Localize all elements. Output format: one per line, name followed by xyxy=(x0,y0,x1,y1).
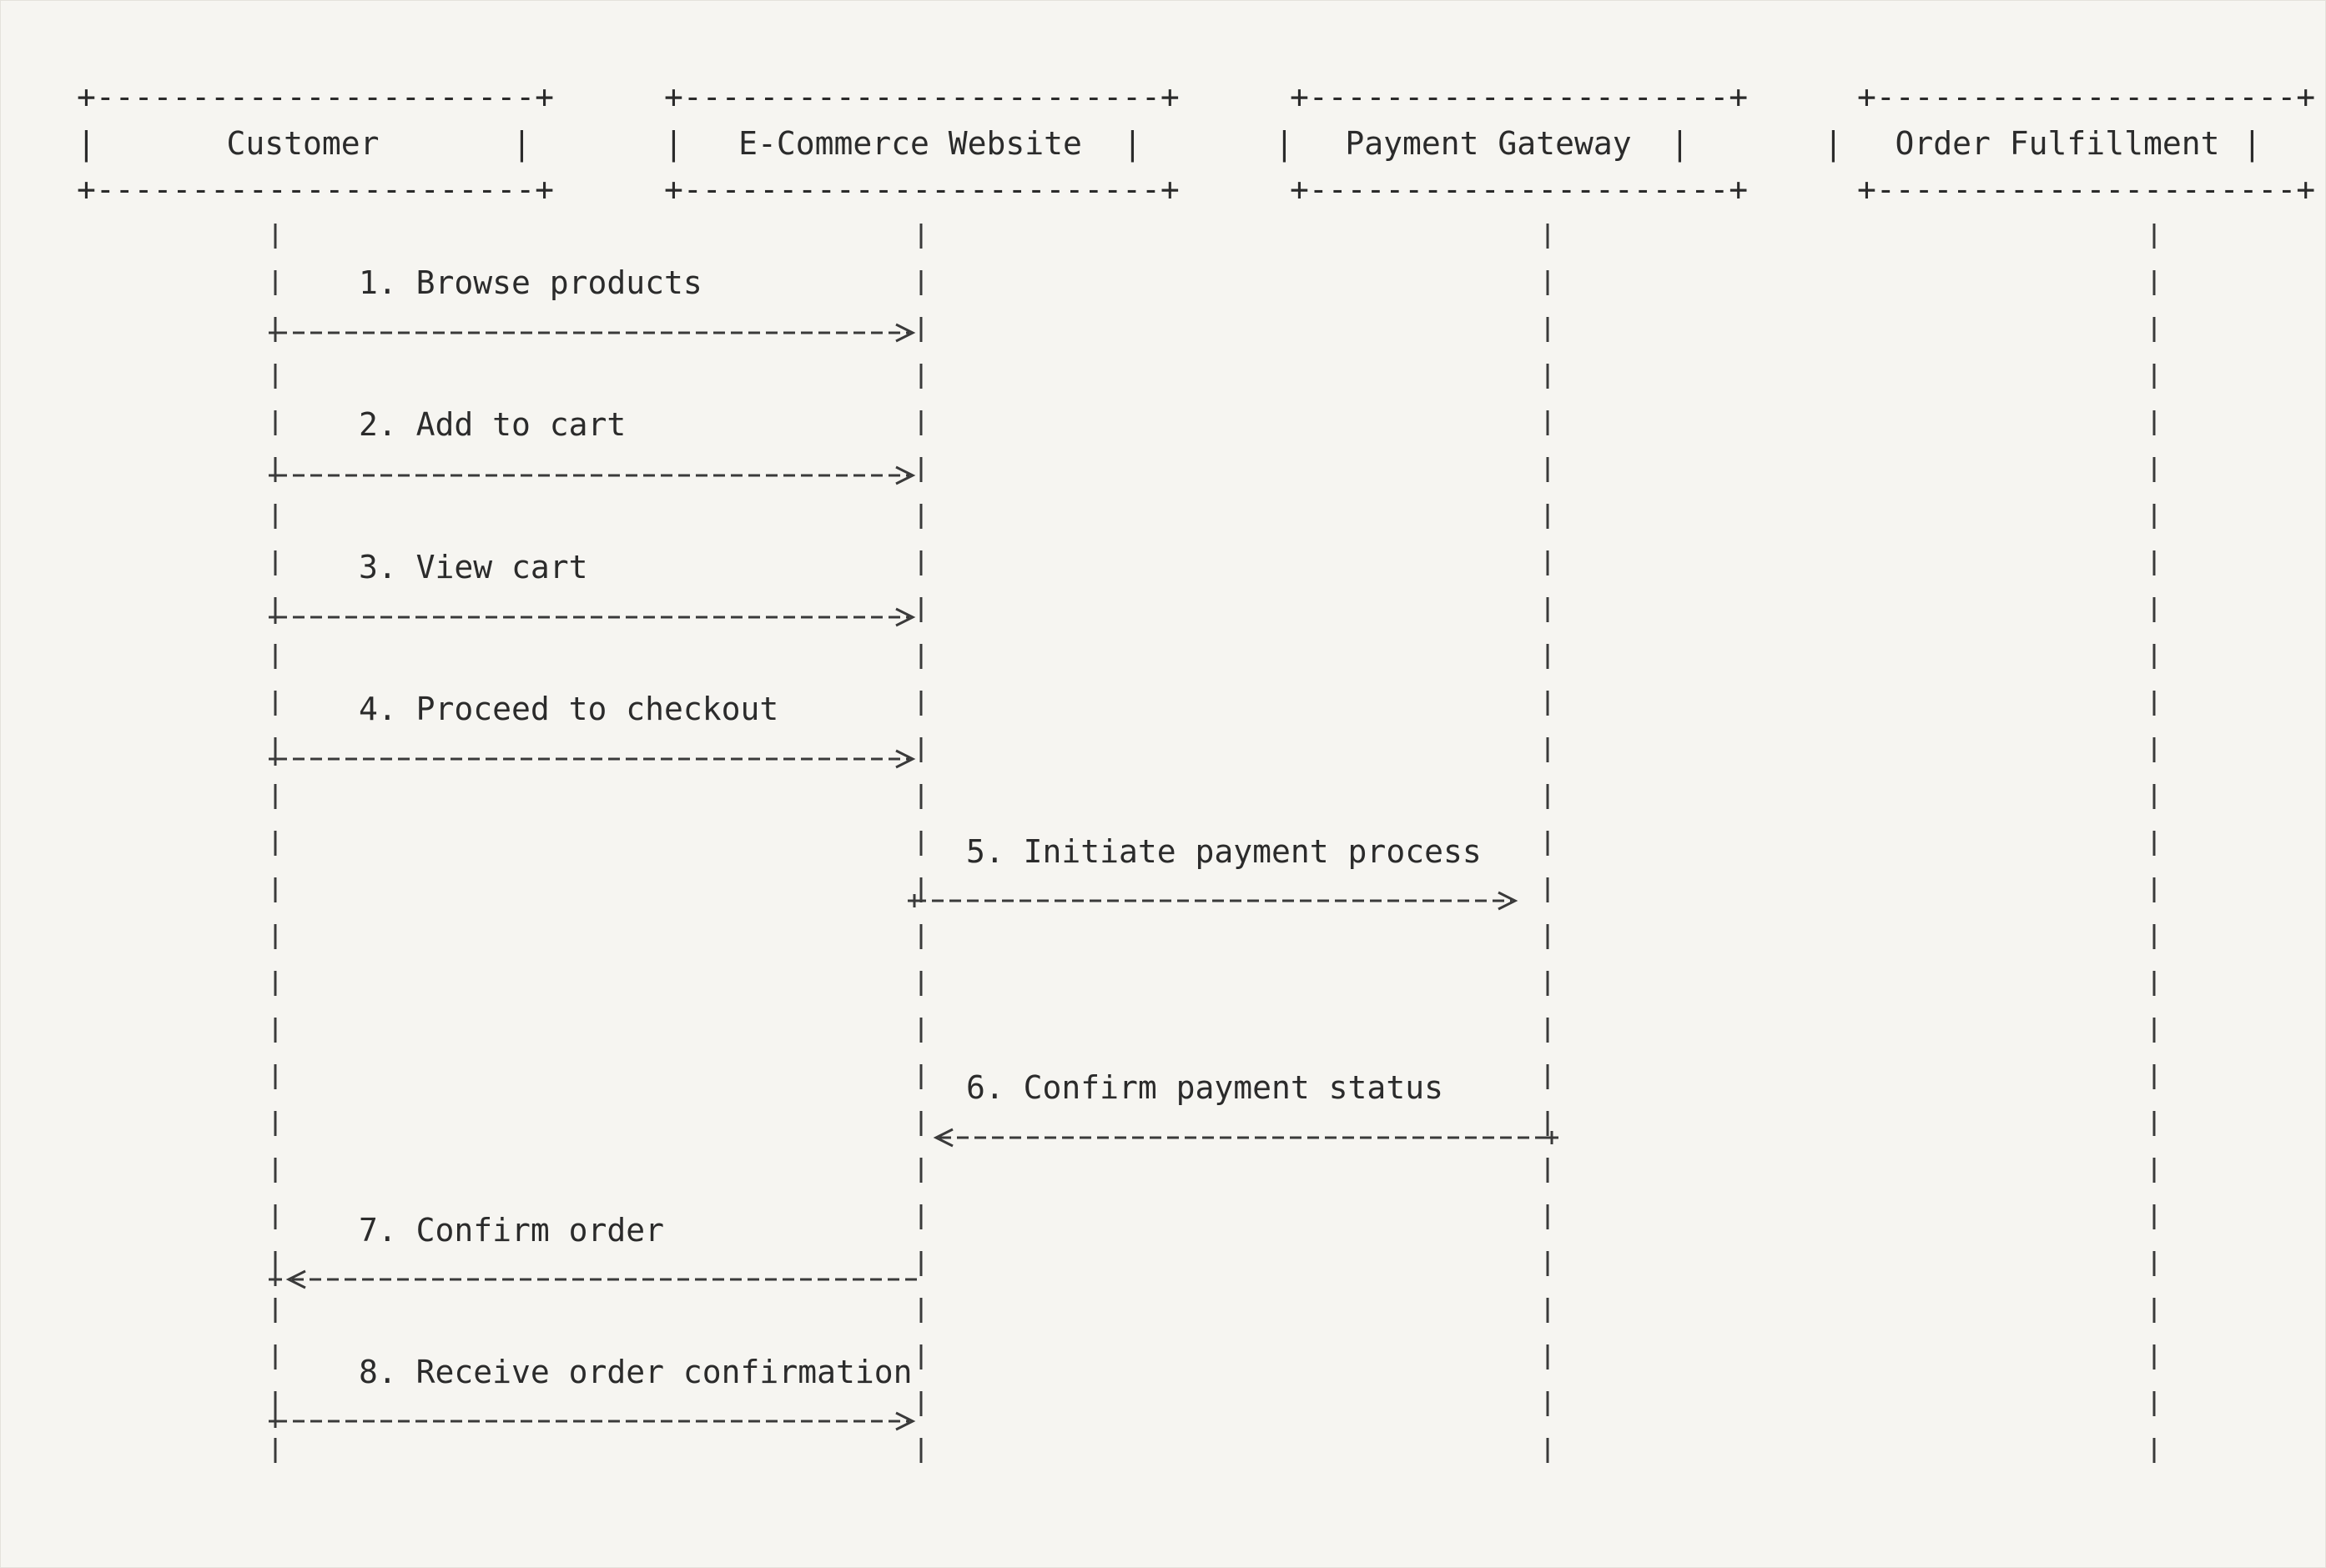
participant-customer-box-right: | xyxy=(512,125,531,163)
message-1-arrow xyxy=(269,323,916,343)
participant-fulfillment-box-bottom: +----------------------+ xyxy=(1857,171,2315,208)
participant-fulfillment-box-left: | xyxy=(1824,125,1843,163)
message-4-label: 4. Proceed to checkout xyxy=(359,691,778,727)
message-3-label: 3. View cart xyxy=(359,549,588,585)
participant-website-label: E-Commerce Website xyxy=(738,125,1082,162)
message-6-arrow xyxy=(933,1128,1558,1148)
participant-fulfillment-label: Order Fulfillment xyxy=(1896,125,2220,162)
participant-customer: +-----------------------+ | Customer | +… xyxy=(77,78,554,208)
message-8-label: 8. Receive order confirmation xyxy=(359,1354,912,1390)
participant-gateway-label: Payment Gateway xyxy=(1345,125,1631,162)
message-arrows xyxy=(269,323,1558,1431)
participant-customer-box-left: | xyxy=(77,125,96,163)
participant-gateway-box-top: +----------------------+ xyxy=(1290,78,1748,115)
message-6-label: 6. Confirm payment status xyxy=(966,1069,1443,1106)
participant-gateway: +----------------------+ | Payment Gatew… xyxy=(1275,78,1748,208)
participant-gateway-box-bottom: +----------------------+ xyxy=(1290,171,1748,208)
message-3-arrow xyxy=(269,607,916,627)
participant-website-box-top: +-------------------------+ xyxy=(664,78,1180,115)
participant-customer-label: Customer xyxy=(226,125,379,162)
participant-gateway-box-right: | xyxy=(1670,125,1689,163)
participant-website: +-------------------------+ | E-Commerce… xyxy=(664,78,1180,208)
participant-website-box-left: | xyxy=(664,125,683,163)
message-2-label: 2. Add to cart xyxy=(359,406,626,443)
participant-fulfillment-box-right: | xyxy=(2243,125,2262,163)
message-5-arrow xyxy=(908,891,1518,911)
message-5-label: 5. Initiate payment process xyxy=(966,833,1482,870)
message-8-arrow xyxy=(269,1411,916,1431)
message-2-arrow xyxy=(269,465,916,485)
participant-fulfillment-box-top: +----------------------+ xyxy=(1857,78,2315,115)
participant-website-box-bottom: +-------------------------+ xyxy=(664,171,1180,208)
message-7-label: 7. Confirm order xyxy=(359,1212,664,1249)
message-4-arrow xyxy=(269,749,916,769)
participant-fulfillment: +----------------------+ | Order Fulfill… xyxy=(1824,78,2315,208)
participant-website-box-right: | xyxy=(1123,125,1142,163)
message-1-label: 1. Browse products xyxy=(359,264,702,301)
participant-customer-box-top: +-----------------------+ xyxy=(77,78,554,115)
message-labels: 1. Browse products 2. Add to cart 3. Vie… xyxy=(359,264,1482,1390)
participant-gateway-box-left: | xyxy=(1275,125,1294,163)
participant-customer-box-bottom: +-----------------------+ xyxy=(77,171,554,208)
message-7-arrow xyxy=(269,1269,918,1289)
